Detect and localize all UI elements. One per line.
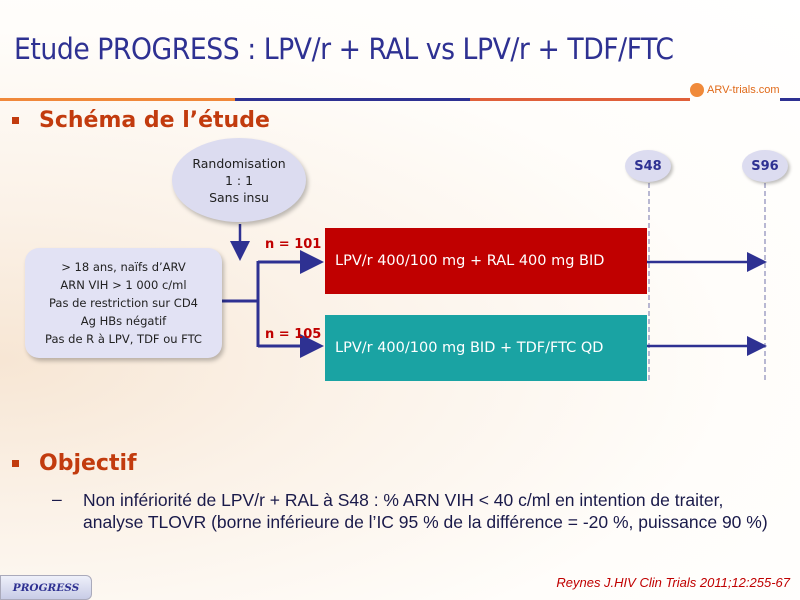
criterion: > 18 ans, naïfs d’ARV bbox=[61, 260, 186, 274]
criterion: ARN VIH > 1 000 c/ml bbox=[60, 278, 187, 292]
logo-text: ARV-trials.com bbox=[707, 84, 780, 96]
randomisation-label: Randomisation bbox=[192, 155, 286, 171]
citation: Reynes J.HIV Clin Trials 2011;12:255-67 bbox=[556, 575, 790, 590]
randomisation-bubble: Randomisation 1 : 1 Sans insu bbox=[172, 138, 306, 222]
objective-text: Non infériorité de LPV/r + RAL à S48 : %… bbox=[83, 490, 768, 532]
heading-text: Schéma de l’étude bbox=[39, 108, 270, 133]
arm-tdf-ftc: LPV/r 400/100 mg BID + TDF/FTC QD bbox=[325, 315, 647, 381]
divider bbox=[470, 98, 690, 101]
arm2-n: n = 105 bbox=[265, 327, 322, 342]
randomisation-ratio: 1 : 1 bbox=[224, 172, 254, 188]
study-badge: PROGRESS bbox=[0, 575, 92, 600]
criterion: Pas de R à LPV, TDF ou FTC bbox=[45, 332, 202, 346]
bullet-icon bbox=[12, 117, 19, 124]
page-title: Etude PROGRESS : LPV/r + RAL vs LPV/r + … bbox=[14, 32, 674, 66]
inclusion-criteria-box: > 18 ans, naïfs d’ARV ARN VIH > 1 000 c/… bbox=[25, 248, 222, 358]
divider bbox=[0, 98, 235, 101]
timepoint-s96: S96 bbox=[742, 150, 788, 182]
logo: ARV-trials.com bbox=[690, 80, 790, 100]
logo-icon bbox=[690, 83, 704, 97]
divider bbox=[780, 98, 800, 101]
arm1-n: n = 101 bbox=[265, 237, 322, 252]
dash-bullet: – bbox=[52, 489, 62, 509]
criterion: Pas de restriction sur CD4 bbox=[49, 296, 198, 310]
arm-ral: LPV/r 400/100 mg + RAL 400 mg BID bbox=[325, 228, 647, 294]
randomisation-blinding: Sans insu bbox=[209, 189, 269, 205]
section-heading-objectif: Objectif bbox=[12, 451, 137, 476]
heading-text: Objectif bbox=[39, 451, 137, 476]
section-heading-schema: Schéma de l’étude bbox=[12, 108, 270, 133]
bullet-icon bbox=[12, 460, 19, 467]
criterion: Ag HBs négatif bbox=[80, 314, 167, 328]
timepoint-s48: S48 bbox=[625, 150, 671, 182]
divider bbox=[235, 98, 470, 101]
